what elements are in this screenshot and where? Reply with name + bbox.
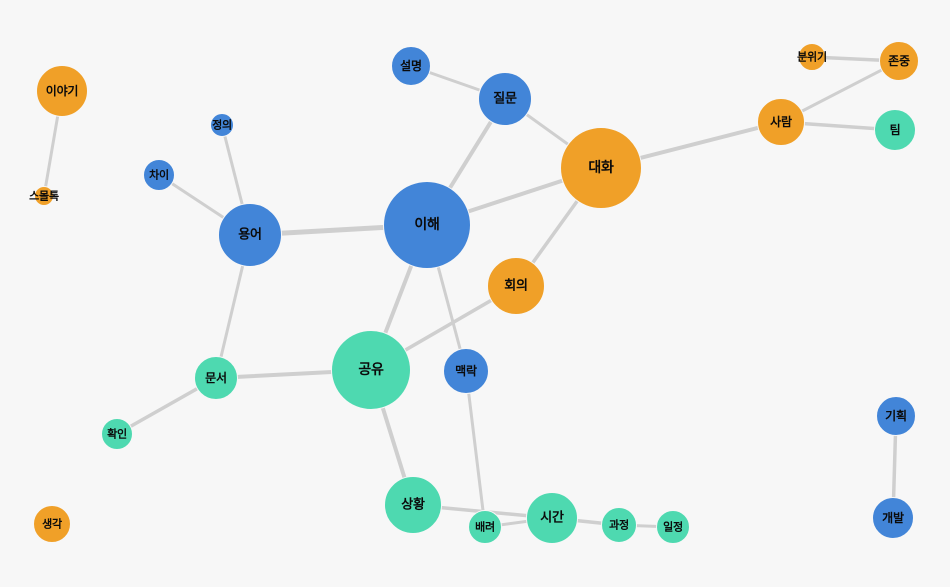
- graph-node-label: 상황: [401, 497, 425, 513]
- graph-node[interactable]: 차이: [143, 159, 175, 191]
- graph-node-label: 차이: [149, 168, 169, 182]
- graph-node-label: 공유: [358, 362, 384, 378]
- graph-node[interactable]: 개발: [872, 497, 914, 539]
- graph-node[interactable]: 용어: [218, 203, 282, 267]
- graph-node[interactable]: 대화: [560, 127, 642, 209]
- graph-node[interactable]: 문서: [194, 356, 238, 400]
- graph-node-label: 이해: [414, 217, 440, 233]
- graph-node[interactable]: 사람: [757, 98, 805, 146]
- graph-node[interactable]: 확인: [101, 418, 133, 450]
- graph-node[interactable]: 기획: [876, 396, 916, 436]
- graph-node[interactable]: 분위기: [797, 43, 827, 71]
- graph-edge: [464, 369, 487, 529]
- graph-node-label: 스몰톡: [29, 189, 59, 203]
- graph-node-label: 문서: [205, 371, 227, 385]
- graph-node-label: 회의: [504, 278, 528, 294]
- graph-node-label: 질문: [493, 91, 517, 107]
- graph-node[interactable]: 상황: [384, 476, 442, 534]
- graph-node[interactable]: 팀: [874, 109, 916, 151]
- graph-node[interactable]: 맥락: [443, 348, 489, 394]
- graph-node-label: 일정: [663, 520, 683, 534]
- graph-node[interactable]: 설명: [391, 46, 431, 86]
- graph-node[interactable]: 배려: [468, 510, 502, 544]
- graph-node-label: 맥락: [455, 364, 477, 378]
- graph-node-label: 설명: [400, 59, 422, 73]
- graph-node-label: 배려: [475, 520, 495, 534]
- graph-node[interactable]: 공유: [331, 330, 411, 410]
- graph-node-label: 과정: [609, 518, 629, 532]
- graph-node[interactable]: 회의: [487, 257, 545, 315]
- graph-node[interactable]: 생각: [33, 505, 71, 543]
- graph-node[interactable]: 일정: [656, 510, 690, 544]
- graph-node-label: 팀: [889, 123, 901, 137]
- graph-node-label: 대화: [588, 160, 614, 176]
- graph-node-label: 정의: [212, 118, 232, 132]
- graph-node-label: 존중: [888, 54, 910, 68]
- graph-node-label: 생각: [42, 517, 62, 531]
- graph-node-label: 확인: [107, 427, 127, 441]
- graph-node[interactable]: 스몰톡: [29, 186, 59, 206]
- graph-node[interactable]: 정의: [210, 113, 234, 137]
- graph-node-label: 시간: [540, 510, 564, 526]
- graph-node[interactable]: 질문: [478, 72, 532, 126]
- graph-node-label: 개발: [882, 511, 904, 525]
- graph-node-label: 용어: [238, 227, 262, 243]
- graph-node[interactable]: 이야기: [36, 65, 88, 117]
- graph-node[interactable]: 이해: [383, 181, 471, 269]
- graph-node[interactable]: 시간: [526, 492, 578, 544]
- graph-node-label: 기획: [885, 409, 907, 423]
- graph-node-label: 이야기: [45, 84, 79, 98]
- graph-node[interactable]: 존중: [879, 41, 919, 81]
- graph-node[interactable]: 과정: [601, 507, 637, 543]
- graph-node-label: 분위기: [797, 50, 827, 64]
- graph-node-label: 사람: [770, 115, 792, 129]
